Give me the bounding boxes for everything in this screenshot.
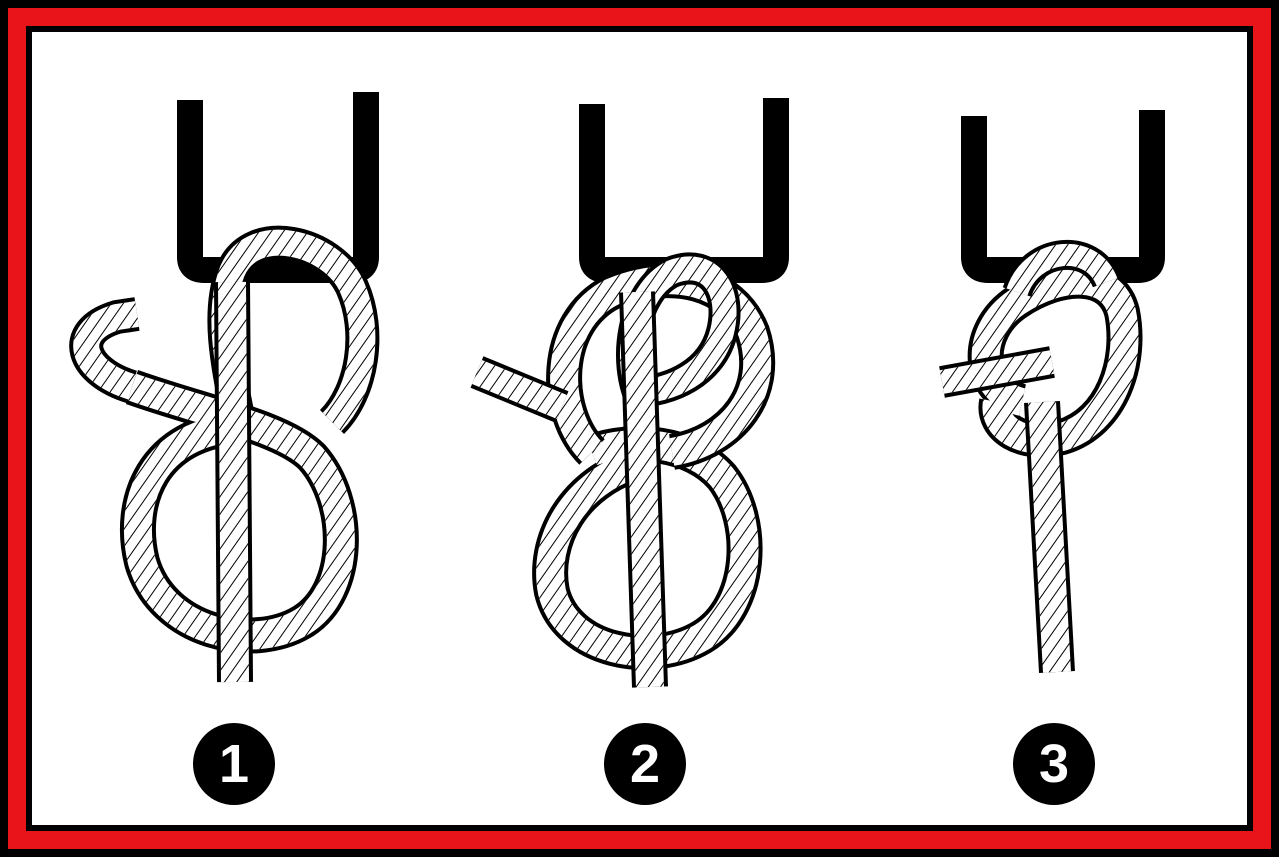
- knot-step-3-drawing: [942, 110, 1152, 672]
- ring-2: [592, 98, 776, 270]
- illustration-panel: 1 2 3: [32, 32, 1247, 825]
- knot-illustrations: [32, 32, 1247, 825]
- knot-step-1-drawing: [86, 92, 366, 682]
- knot-step-2-drawing: [477, 98, 776, 687]
- step-2-badge: 2: [604, 723, 686, 805]
- step-1-badge: 1: [193, 723, 275, 805]
- step-3-badge: 3: [1013, 723, 1095, 805]
